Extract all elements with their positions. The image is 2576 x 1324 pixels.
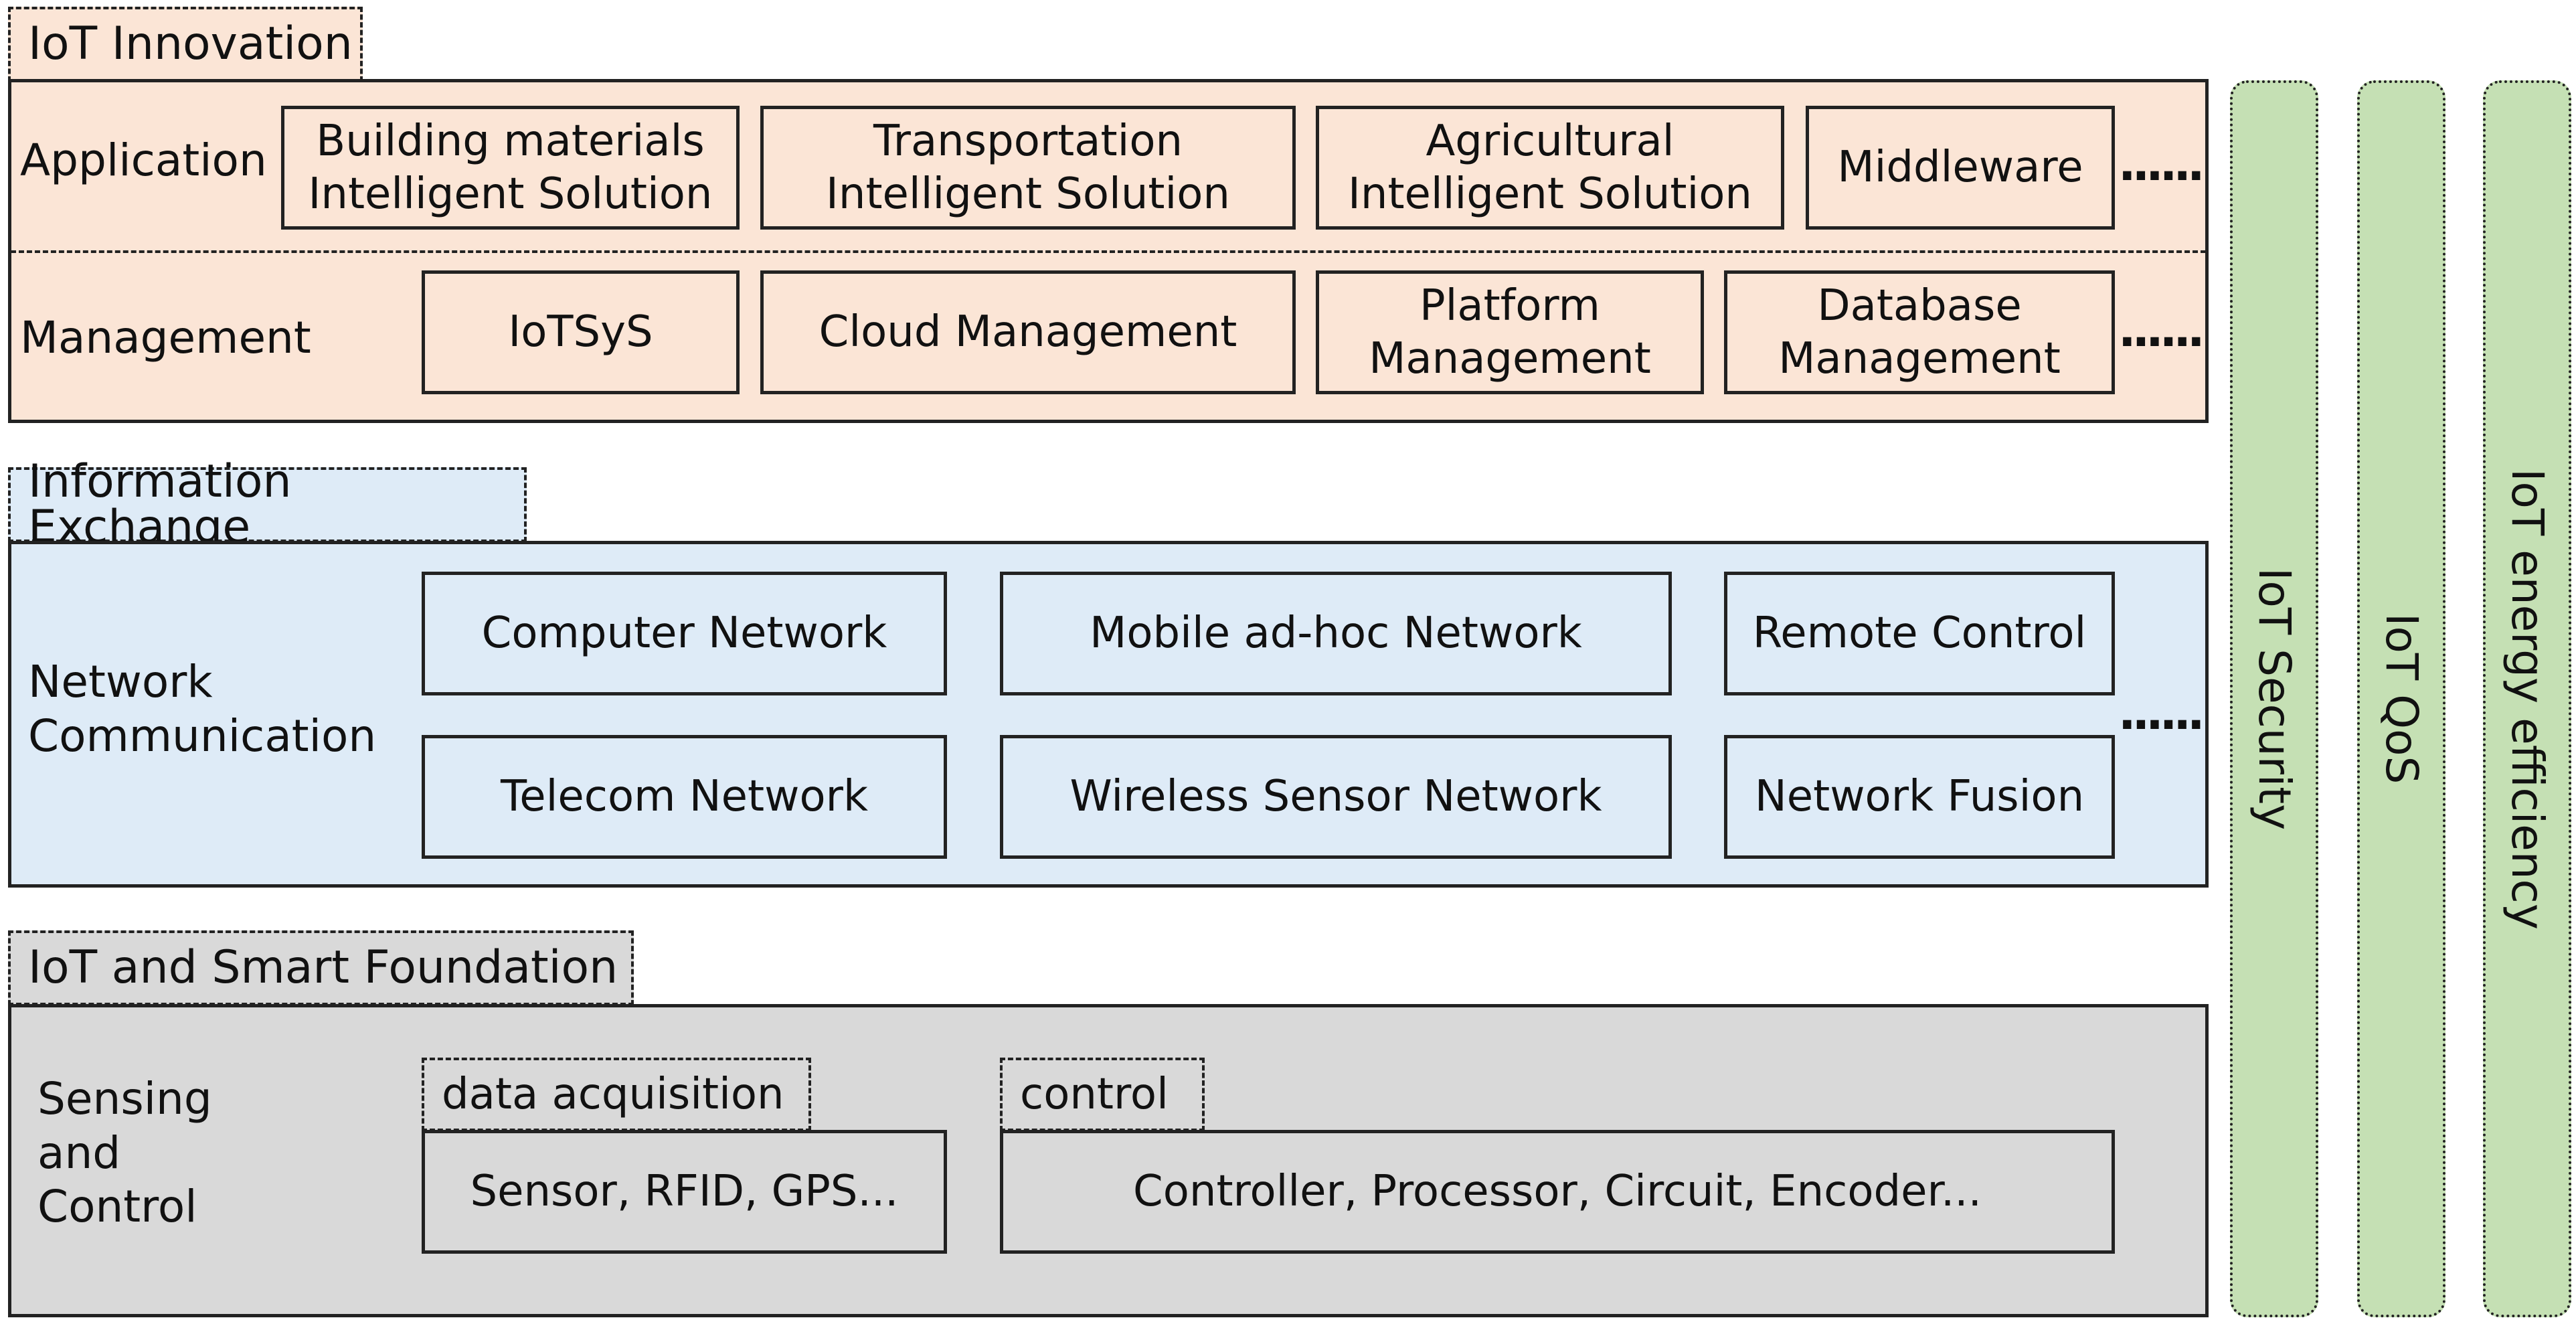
computer-network-box: Computer Network bbox=[422, 572, 947, 695]
management-row-label: Management bbox=[20, 311, 311, 363]
mobile-adhoc-network-box: Mobile ad-hoc Network bbox=[1000, 572, 1672, 695]
iot-qos-label: IoT QoS bbox=[2376, 613, 2427, 784]
iot-energy-efficiency-bar: IoT energy efficiency bbox=[2483, 80, 2571, 1317]
iotsys-box: IoTSyS bbox=[422, 270, 740, 394]
cloud-management-box: Cloud Management bbox=[760, 270, 1296, 394]
transportation-solution-box: Transportation Intelligent Solution bbox=[760, 106, 1296, 230]
building-materials-solution-box: Building materials Intelligent Solution bbox=[281, 106, 740, 230]
information-exchange-tag: Information Exchange bbox=[8, 459, 527, 550]
control-tag: control bbox=[1000, 1058, 1205, 1131]
sensor-rfid-gps-box: Sensor, RFID, GPS... bbox=[422, 1130, 947, 1254]
iot-qos-bar: IoT QoS bbox=[2357, 80, 2445, 1317]
platform-management-box: Platform Management bbox=[1316, 270, 1704, 394]
agricultural-solution-box: Agricultural Intelligent Solution bbox=[1316, 106, 1784, 230]
iot-innovation-tag: IoT Innovation bbox=[8, 7, 363, 82]
network-communication-label: Network Communication bbox=[28, 656, 377, 762]
management-more-ellipsis: ...... bbox=[2118, 303, 2205, 357]
middleware-box: Middleware bbox=[1806, 106, 2115, 230]
controller-processor-box: Controller, Processor, Circuit, Encoder.… bbox=[1000, 1130, 2115, 1254]
database-management-box: Database Management bbox=[1724, 270, 2115, 394]
remote-control-box: Remote Control bbox=[1724, 572, 2115, 695]
wireless-sensor-network-box: Wireless Sensor Network bbox=[1000, 735, 1672, 859]
network-more-ellipsis: ...... bbox=[2118, 685, 2205, 740]
iot-energy-efficiency-label: IoT energy efficiency bbox=[2502, 468, 2553, 930]
iot-security-bar: IoT Security bbox=[2230, 80, 2318, 1317]
network-fusion-box: Network Fusion bbox=[1724, 735, 2115, 859]
telecom-network-box: Telecom Network bbox=[422, 735, 947, 859]
application-management-divider bbox=[11, 250, 2206, 253]
iot-security-label: IoT Security bbox=[2249, 567, 2300, 831]
application-more-ellipsis: ...... bbox=[2118, 137, 2205, 191]
sensing-and-control-label: Sensing and Control bbox=[37, 1073, 212, 1233]
application-row-label: Application bbox=[20, 134, 267, 186]
data-acquisition-tag: data acquisition bbox=[422, 1058, 811, 1131]
smart-foundation-tag: IoT and Smart Foundation bbox=[8, 930, 634, 1005]
